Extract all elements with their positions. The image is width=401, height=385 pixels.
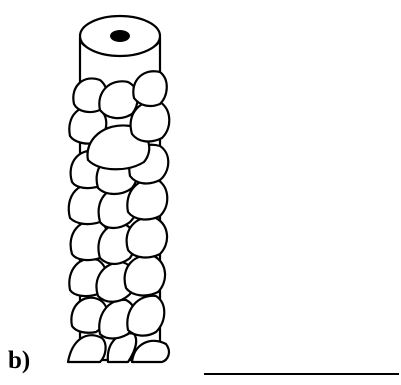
- cuticle-scale: [133, 71, 166, 106]
- cuticle-scale: [125, 255, 165, 295]
- question-label: b): [8, 348, 30, 373]
- cuticle-scale: [127, 217, 167, 257]
- medulla-core: [110, 30, 130, 42]
- answer-blank-line[interactable]: [204, 373, 399, 375]
- cuticle-scale: [68, 335, 106, 362]
